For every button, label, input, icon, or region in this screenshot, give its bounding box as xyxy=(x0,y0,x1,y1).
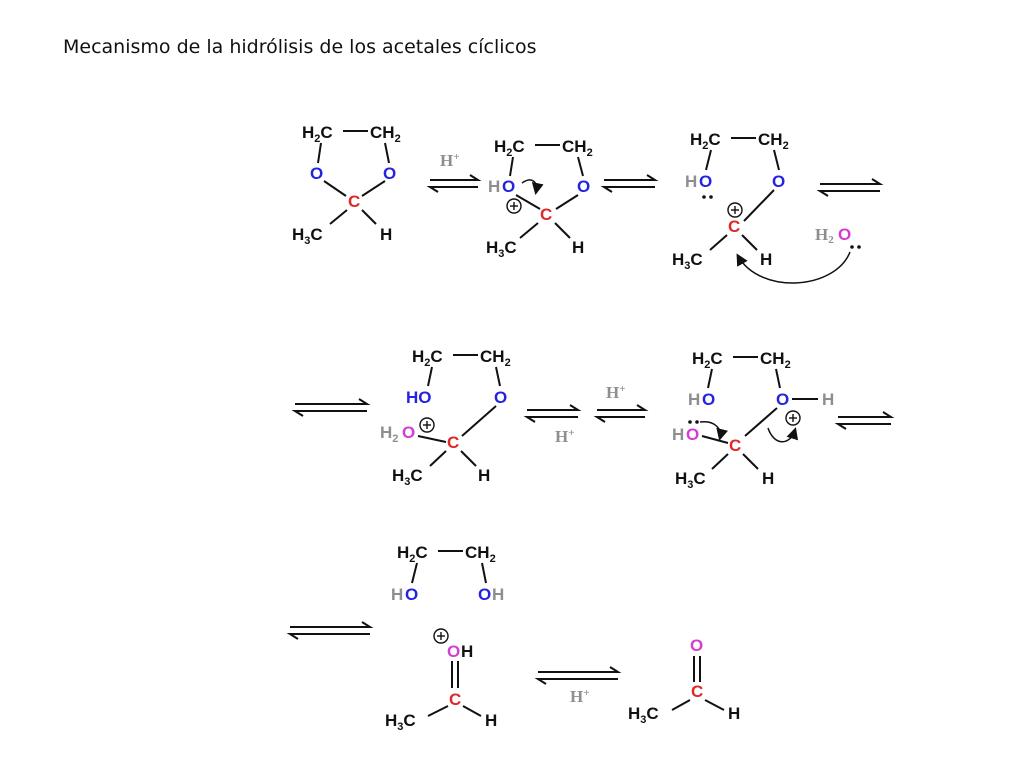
ring-oxygen-right: O xyxy=(772,172,785,191)
acetal-carbon: C xyxy=(540,205,552,224)
ch2-left-label: H2C xyxy=(397,543,428,565)
oxonium-oxygen: O xyxy=(402,423,415,442)
hydrogen-label: H xyxy=(728,704,740,723)
carbonyl-oxygen: O xyxy=(447,642,460,661)
carbocation-carbon: C xyxy=(728,217,740,236)
carbonyl-carbon: C xyxy=(691,682,703,701)
ch2-left-label: H2C xyxy=(692,349,723,371)
ring-oxygen-right: O xyxy=(383,164,396,183)
hydrogen-label: H xyxy=(760,250,772,269)
catalyst-h-plus: H+ xyxy=(555,427,575,446)
catalyst-h-plus: H+ xyxy=(440,151,460,170)
carbonyl-oxygen: O xyxy=(690,636,703,655)
water-oxygen: O xyxy=(838,225,851,244)
molecule-oxocarbenium: H2C CH2 H O O C H3C H xyxy=(672,130,789,272)
water-nucleophile: H2 O xyxy=(736,225,861,284)
methyl-label: H3C xyxy=(628,704,659,726)
central-carbon: C xyxy=(447,433,459,452)
hydrogen-label: H xyxy=(380,225,392,244)
hydroxyl-oxygen: O xyxy=(702,390,715,409)
equilibrium-arrow xyxy=(291,398,371,417)
molecule-water-adduct: H2C CH2 HO O H2 O C H3C H xyxy=(380,347,511,488)
equilibrium-arrow xyxy=(534,666,622,685)
equilibrium-arrow xyxy=(426,174,482,193)
ring-oxygen-right: O xyxy=(494,388,507,407)
hydroxyl-oxygen-right: O xyxy=(478,585,491,604)
equilibrium-arrow xyxy=(523,404,582,423)
methyl-label: H3C xyxy=(392,466,423,488)
ch2-left-label: H2C xyxy=(690,130,721,152)
ch2-right-label: CH2 xyxy=(562,137,593,159)
carbonyl-carbon: C xyxy=(449,690,461,709)
ch2-left-label: H2C xyxy=(412,347,443,369)
ring-oxygen-left: O xyxy=(310,164,323,183)
proton-label: H xyxy=(688,390,700,409)
proton-label: H xyxy=(461,642,473,661)
page-title: Mecanismo de la hidrólisis de los acetal… xyxy=(63,36,537,58)
ch2-right-label: CH2 xyxy=(480,347,511,369)
proton-label: H xyxy=(672,425,684,444)
hydrogen-label: H xyxy=(485,711,497,730)
ring-oxygen-right: O xyxy=(577,177,590,196)
equilibrium-arrow xyxy=(834,411,895,430)
added-proton: H xyxy=(822,390,834,409)
molecule-protonated-acetaldehyde: O H C H3C H xyxy=(385,628,497,733)
proton-label: H xyxy=(492,585,504,604)
ch2-right-label: CH2 xyxy=(370,123,401,145)
proton-label: H xyxy=(391,585,403,604)
molecule-protonated-acetal: H2C CH2 H O O C H3C H xyxy=(486,137,593,260)
catalyst-h-plus: H+ xyxy=(570,687,590,706)
methyl-label: H3C xyxy=(292,225,323,247)
methyl-label: H3C xyxy=(486,238,517,260)
methyl-label: H3C xyxy=(675,469,706,491)
equilibrium-arrow xyxy=(600,174,659,193)
ch2-left-label: H2C xyxy=(494,137,525,159)
molecule-protonated-hemiacetal: H2C CH2 H O O H H O C H3C H xyxy=(672,349,834,491)
ch2-right-label: CH2 xyxy=(465,543,496,565)
molecule-acetal: H2C CH2 O O C H3C H xyxy=(292,123,401,247)
ring-oxygen-left: O xyxy=(502,177,515,196)
catalyst-h-plus: H+ xyxy=(606,383,626,402)
methyl-label: H3C xyxy=(672,250,703,272)
hydroxyl-group: HO xyxy=(406,388,432,407)
hydrogen-label: H xyxy=(572,238,584,257)
methyl-label: H3C xyxy=(385,711,416,733)
central-carbon: C xyxy=(729,436,741,455)
hydroxyl-oxygen: O xyxy=(699,172,712,191)
molecule-ethylene-glycol: H2C CH2 H O O H xyxy=(391,543,504,604)
molecule-acetaldehyde: O C H3C H xyxy=(628,636,740,726)
protonated-ring-oxygen: O xyxy=(776,390,789,409)
proton-label: H xyxy=(685,172,697,191)
equilibrium-arrow xyxy=(816,178,884,197)
proton-label: H xyxy=(488,177,500,196)
hydroxyl-oxygen-water: O xyxy=(686,425,699,444)
water-hydrogens: H2 xyxy=(380,423,398,445)
acetal-carbon: C xyxy=(348,192,360,211)
hydroxyl-oxygen-left: O xyxy=(405,585,418,604)
water-hydrogens: H2 xyxy=(815,225,834,246)
equilibrium-arrow xyxy=(286,621,374,640)
ch2-left-label: H2C xyxy=(302,123,333,145)
hydrogen-label: H xyxy=(762,469,774,488)
ch2-right-label: CH2 xyxy=(758,130,789,152)
equilibrium-arrow xyxy=(593,404,649,423)
hydrogen-label: H xyxy=(478,466,490,485)
ch2-right-label: CH2 xyxy=(760,349,791,371)
